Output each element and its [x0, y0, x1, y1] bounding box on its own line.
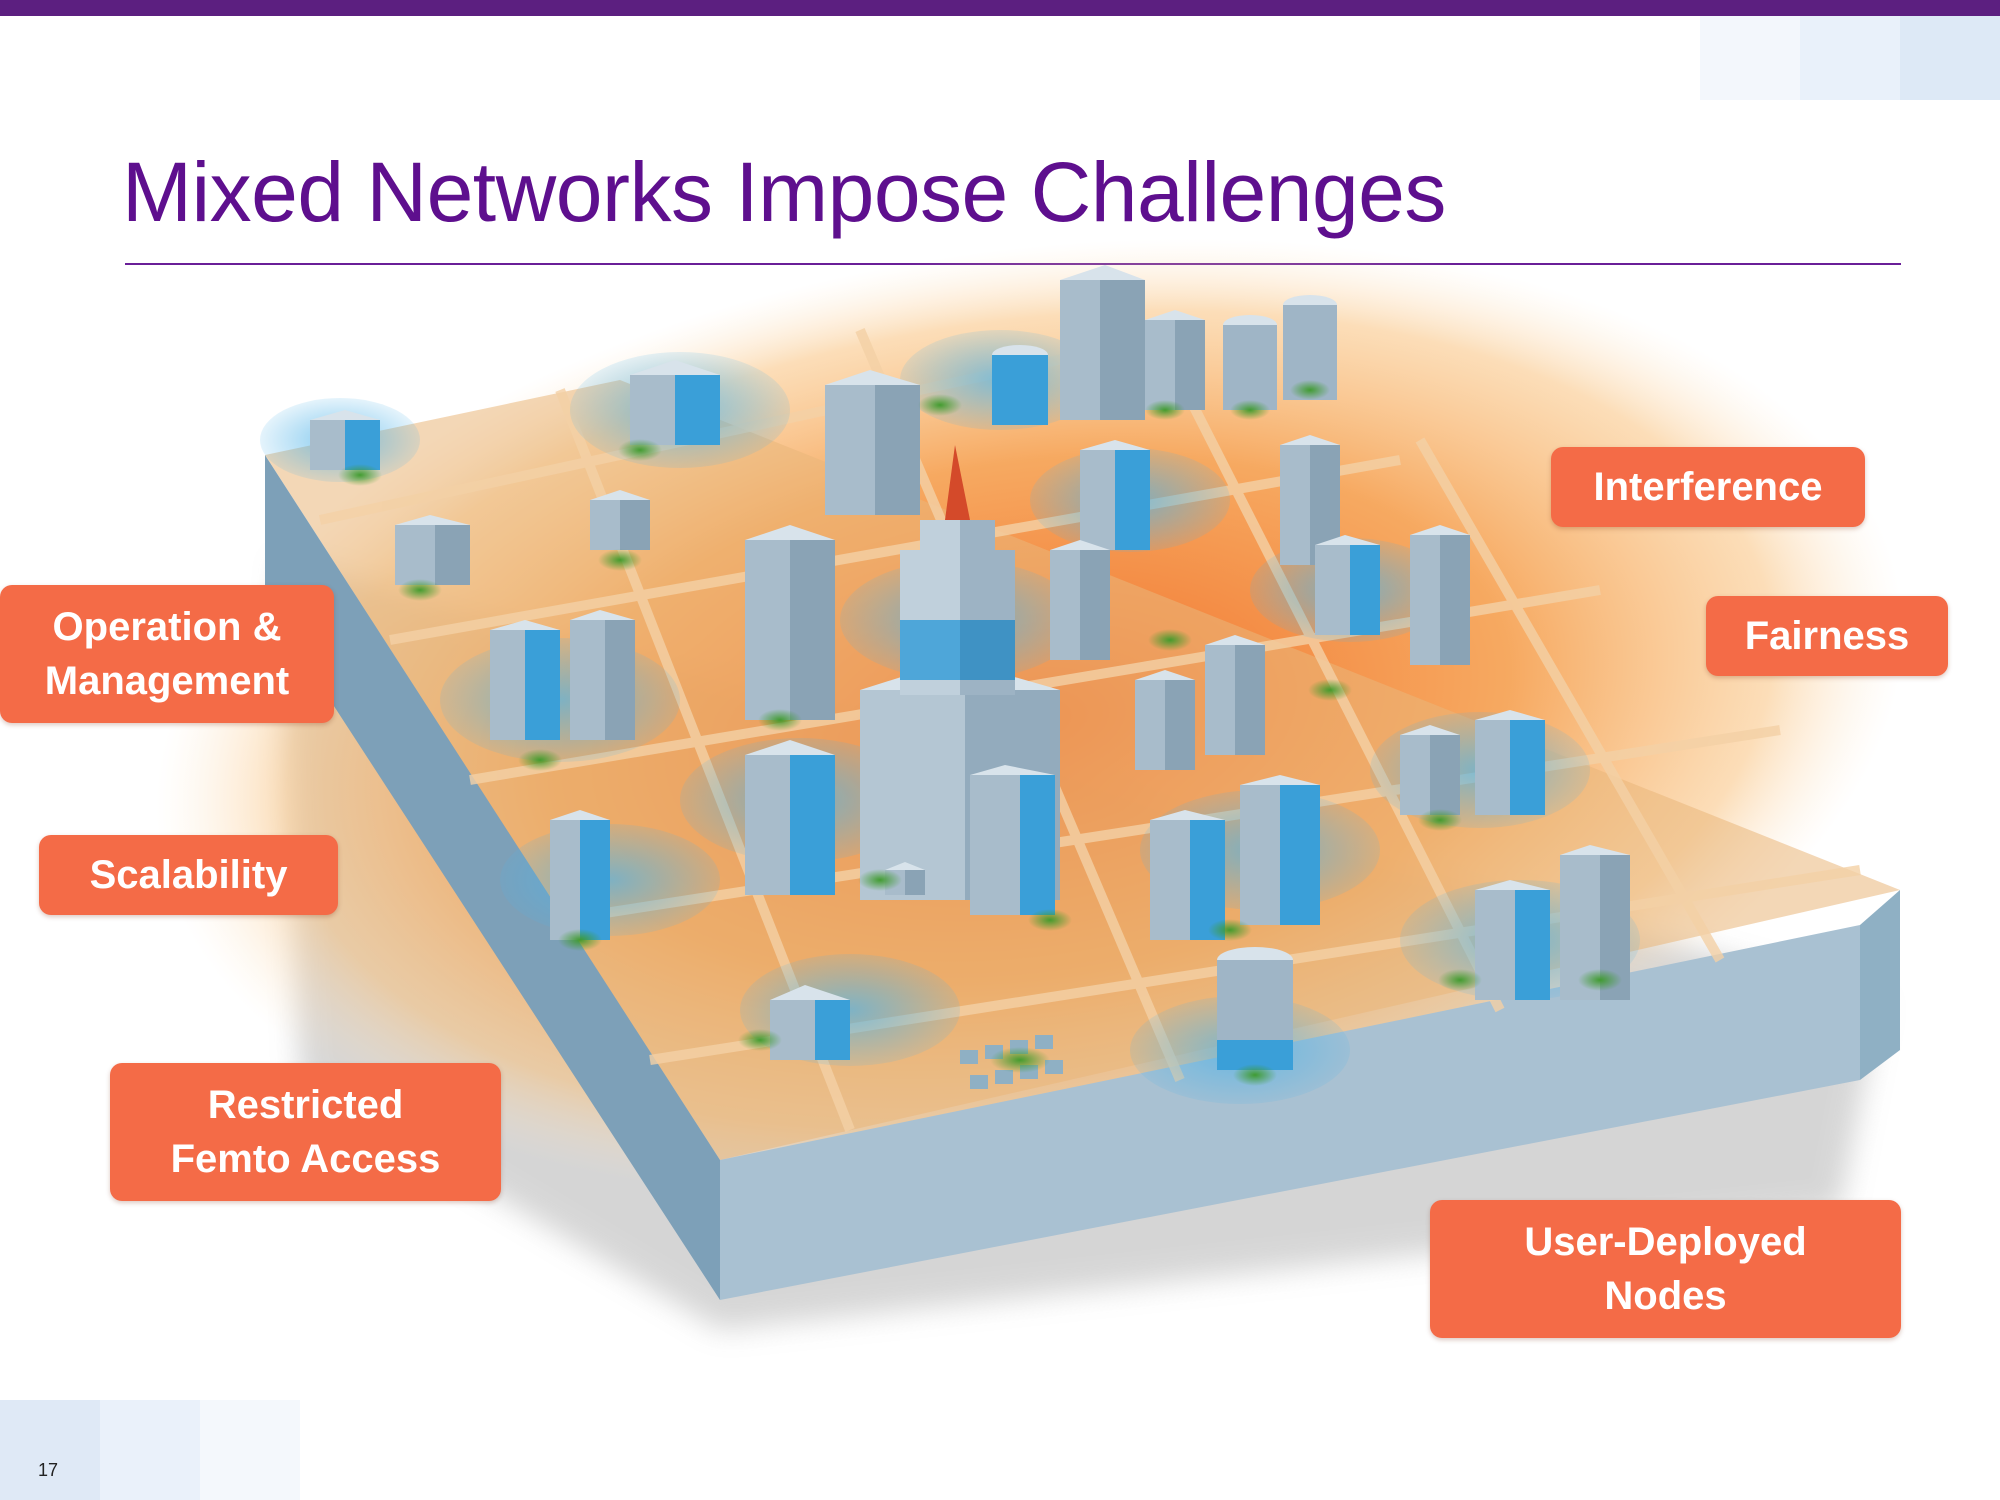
corner-decoration-bottom — [200, 1400, 300, 1500]
corner-decoration-bottom — [100, 1400, 200, 1500]
operation-management-label: Operation & Management — [0, 585, 334, 723]
slide-title: Mixed Networks Impose Challenges — [122, 145, 1446, 239]
user-deployed-nodes-label: User-Deployed Nodes — [1430, 1200, 1901, 1338]
interference-label: Interference — [1551, 447, 1865, 527]
scalability-label: Scalability — [39, 835, 338, 915]
central-tower — [860, 445, 1060, 900]
corner-decoration-bottom — [0, 1400, 100, 1500]
corner-decoration-top — [1700, 16, 1800, 100]
corner-decoration-top — [1900, 16, 2000, 100]
corner-decoration-top — [1800, 16, 1900, 100]
fairness-label: Fairness — [1706, 596, 1948, 676]
slide-number: 17 — [38, 1460, 59, 1480]
restricted-femto-access-label: Restricted Femto Access — [110, 1063, 501, 1201]
top-accent-bar — [0, 0, 2000, 16]
buildings — [310, 265, 1630, 1089]
femto-nodes — [338, 380, 1622, 1086]
